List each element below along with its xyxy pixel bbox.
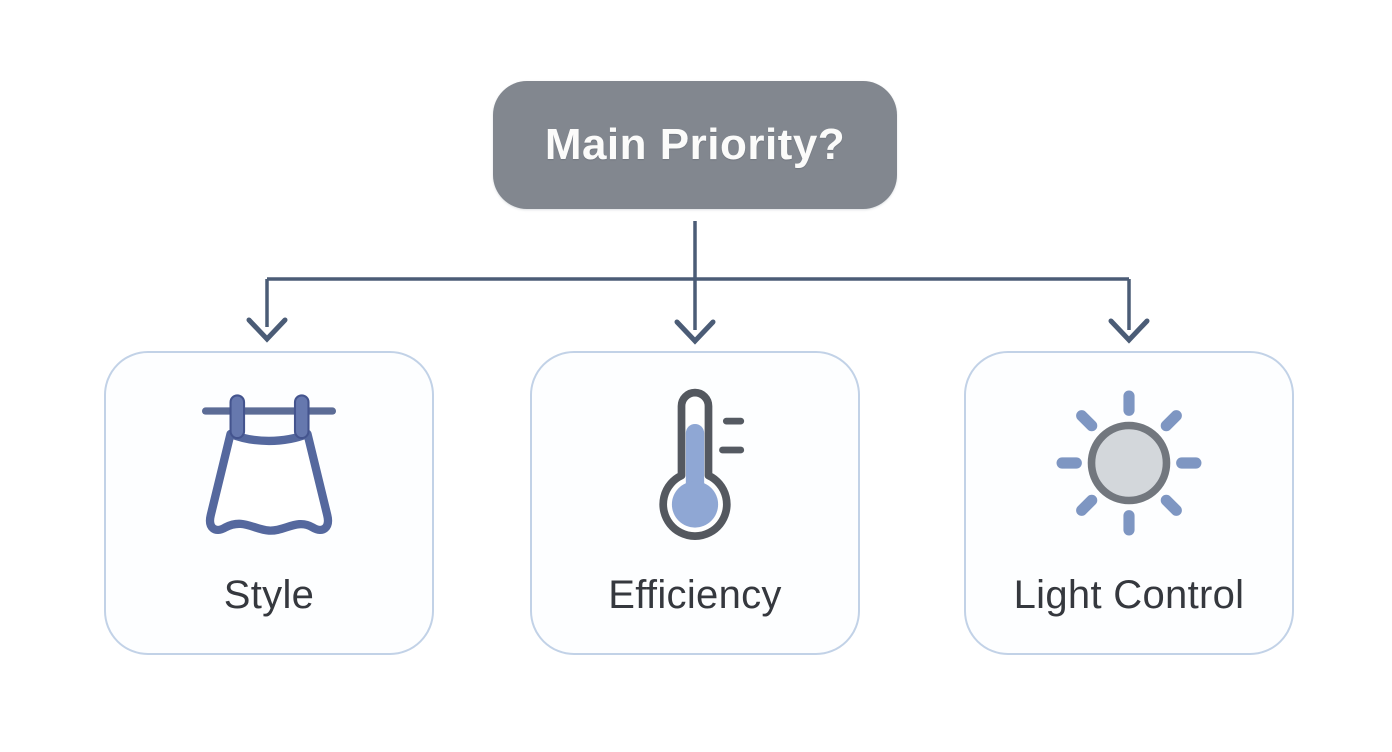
arrowhead-center-icon xyxy=(674,319,716,345)
option-card-style[interactable]: Style xyxy=(104,351,434,655)
sun-icon xyxy=(1053,379,1205,547)
root-node-main-priority: Main Priority? xyxy=(493,81,897,209)
option-card-light-control[interactable]: Light Control xyxy=(964,351,1294,655)
arrowhead-left-icon xyxy=(246,317,288,343)
curtain-icon xyxy=(196,379,342,547)
root-node-label: Main Priority? xyxy=(544,120,846,169)
option-label-style: Style xyxy=(223,573,315,617)
option-card-efficiency[interactable]: Efficiency xyxy=(530,351,860,655)
option-label-light-control: Light Control xyxy=(1013,573,1245,617)
thermometer-icon xyxy=(642,379,748,547)
option-label-efficiency: Efficiency xyxy=(608,573,782,617)
arrowhead-right-icon xyxy=(1108,318,1150,344)
